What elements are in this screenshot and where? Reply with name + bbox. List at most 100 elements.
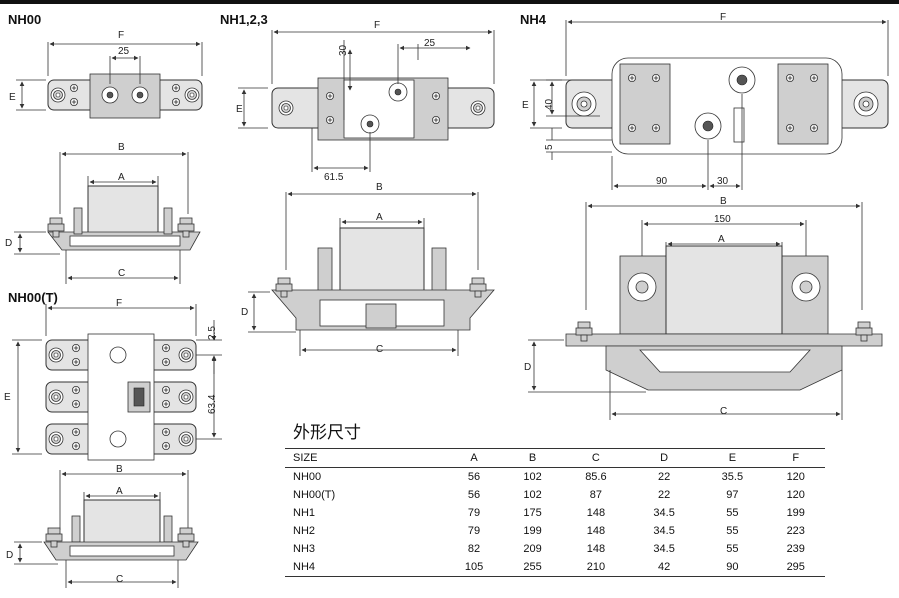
label-nh123: NH1,2,3 (220, 12, 268, 27)
table-title: 外形尺寸 (293, 423, 361, 443)
nh00-top-center (89, 73, 161, 119)
table-row: NH1 79 175 148 34.5 55 199 (285, 504, 825, 522)
cell: 22 (658, 489, 671, 501)
nh00t-dim-d: D (6, 550, 13, 561)
table-row: NH4 105 255 210 42 90 295 (285, 558, 825, 577)
nh123-top-view: F 25 30 61.5 E (236, 20, 495, 183)
header-a: A (470, 452, 478, 464)
nh00t-dim-e: E (4, 392, 11, 403)
header-c: C (591, 452, 600, 464)
nh4-top-view: F E 40 5 90 30 (522, 12, 889, 190)
cell: 239 (786, 543, 805, 555)
cell: NH2 (293, 525, 316, 537)
table-row: NH00(T) 56 102 87 22 97 120 (285, 486, 825, 504)
table-header-row: SIZE A B C D E F (285, 448, 825, 468)
cell: NH3 (293, 543, 316, 555)
nh00t-dim-c: C (116, 574, 123, 585)
cell: 120 (786, 489, 805, 501)
nh00t-dim-a: A (116, 486, 123, 497)
cell: 210 (586, 561, 606, 573)
cell: 255 (523, 561, 542, 573)
nh4-dim-40: 40 (544, 98, 555, 110)
cell: 148 (586, 525, 606, 537)
cell: 85.6 (585, 471, 607, 483)
header-b: B (528, 452, 537, 464)
nh00-dim-a: A (118, 172, 125, 183)
cell: 105 (464, 561, 484, 573)
cell: NH4 (293, 561, 316, 573)
nh123-dim-615: 61.5 (324, 172, 344, 183)
cell: 90 (726, 561, 739, 573)
header-e: E (728, 452, 737, 464)
nh123-dim-a: A (376, 212, 383, 223)
nh00-top-view: F 25 E (9, 30, 203, 119)
nh4-dim-e: E (522, 100, 529, 111)
cell: 102 (523, 489, 542, 501)
nh00t-dim-634: 63.4 (207, 394, 218, 414)
cell: 34.5 (653, 543, 675, 555)
header-d: D (660, 452, 669, 464)
cell: 56 (467, 471, 481, 483)
nh00-dim-b: B (118, 142, 125, 153)
nh123-dim-30: 30 (338, 44, 349, 56)
nh4-side-view: B 150 A C D (524, 196, 883, 420)
table-row: NH00 56 102 85.6 22 35.5 120 (285, 468, 825, 487)
cell: 35.5 (721, 471, 744, 483)
nh4-dim-c: C (720, 406, 727, 417)
label-nh4: NH4 (520, 12, 547, 27)
nh00t-dim-25: 2.5 (207, 326, 218, 340)
header-f: F (792, 452, 800, 464)
cell: 223 (786, 525, 805, 537)
cell: 209 (523, 543, 542, 555)
nh123-side-view: B A C D (241, 182, 495, 356)
nh4-dim-a: A (718, 234, 725, 245)
nh123-dim-e: E (236, 104, 243, 115)
cell: 120 (786, 471, 805, 483)
cell: 199 (786, 507, 805, 519)
cell: 42 (658, 561, 671, 573)
nh00t-dim-b: B (116, 464, 123, 475)
nh00-dim-f: F (118, 30, 124, 41)
cell: 148 (586, 543, 606, 555)
top-border (0, 0, 899, 4)
cell: 34.5 (653, 525, 675, 537)
cell: 79 (467, 507, 481, 519)
cell: 34.5 (653, 507, 675, 519)
nh4-dim-90: 90 (656, 176, 668, 187)
nh00t-top-view: F E 2.5 63.4 (4, 298, 222, 461)
nh00-side-body (87, 185, 159, 237)
table-row: NH3 82 209 148 34.5 55 239 (285, 540, 825, 558)
cell: NH00 (293, 471, 322, 483)
cell: 55 (726, 543, 739, 555)
nh4-dim-150: 150 (714, 214, 731, 225)
nh00t-dim-f: F (116, 298, 122, 309)
nh4-dim-5: 5 (544, 144, 555, 150)
cell: 55 (726, 525, 739, 537)
cell: 295 (786, 561, 805, 573)
nh123-dim-25: 25 (424, 38, 436, 49)
nh00-side-view: B A C D (5, 142, 201, 284)
nh00-dim-25: 25 (118, 46, 130, 57)
nh123-dim-c: C (376, 344, 383, 355)
nh123-dim-b: B (376, 182, 383, 193)
nh4-dim-d: D (524, 362, 531, 373)
nh00-dim-c: C (118, 268, 125, 279)
cell: 56 (467, 489, 481, 501)
dimensions-table: SIZE A B C D E F NH00 56 102 85.6 22 35.… (285, 448, 825, 577)
nh123-dim-d: D (241, 307, 248, 318)
cell: NH00(T) (293, 489, 336, 501)
nh4-dim-b: B (720, 196, 727, 207)
nh00-dim-e: E (9, 92, 16, 103)
cell: 82 (467, 543, 481, 555)
nh123-dim-f: F (374, 20, 380, 31)
cell: 79 (467, 525, 481, 537)
cell: 87 (589, 489, 603, 501)
cell: 55 (726, 507, 739, 519)
cell: 175 (523, 507, 542, 519)
nh00t-side-view: B A C D (6, 464, 199, 588)
cell: NH1 (293, 507, 316, 519)
nh00-dim-d: D (5, 238, 12, 249)
header-size: SIZE (293, 452, 318, 464)
table-row: NH2 79 199 148 34.5 55 223 (285, 522, 825, 540)
